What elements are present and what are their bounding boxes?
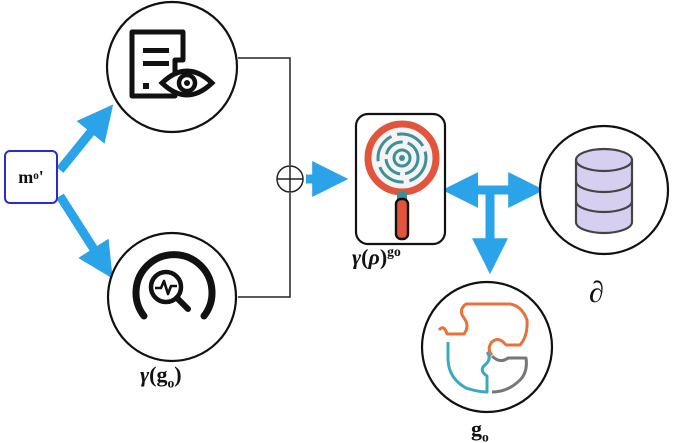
document-eye-node	[105, 0, 239, 134]
connector-bottom	[238, 193, 291, 298]
connector-lines	[238, 57, 291, 298]
g-base: g	[471, 416, 482, 441]
input-label-suffix: '	[38, 167, 44, 187]
gamma-symbol: γ	[352, 244, 362, 270]
label-partial: ∂	[589, 278, 604, 308]
puzzle-node	[420, 280, 554, 414]
arrow-to-analytics	[56, 193, 113, 279]
input-label-sub: o	[33, 170, 39, 183]
search-analytics-icon	[132, 251, 216, 320]
partial-symbol: ∂	[589, 276, 604, 309]
label-g0: go	[471, 418, 489, 443]
magnifier-fingerprint-icon	[364, 120, 440, 241]
paren-open: (	[149, 362, 157, 387]
paren-close: )	[379, 244, 388, 270]
connector-top	[238, 57, 291, 165]
rho-symbol: ρ	[368, 244, 380, 270]
database-icon	[574, 147, 634, 235]
label-gamma-rho-go: γ(ρ)go	[352, 245, 401, 268]
arrow-to-document	[56, 104, 114, 173]
label-gamma-g0: γ(go)	[140, 364, 182, 390]
paren-close: )	[174, 362, 182, 387]
xor-icon	[276, 165, 304, 193]
gamma-symbol: γ	[140, 362, 150, 387]
g-sub: o	[167, 375, 175, 391]
database-node	[538, 124, 670, 256]
puzzle-icon	[437, 302, 529, 394]
flow-arrows	[56, 104, 545, 279]
go-superscript: go	[387, 244, 401, 259]
g-sub: o	[482, 429, 489, 443]
input-label-base: m	[18, 167, 34, 187]
analytics-node	[106, 231, 238, 363]
g-base: g	[156, 362, 168, 387]
magnifier-node	[354, 112, 447, 246]
document-eye-icon	[129, 29, 216, 99]
paren-open: (	[361, 244, 369, 270]
